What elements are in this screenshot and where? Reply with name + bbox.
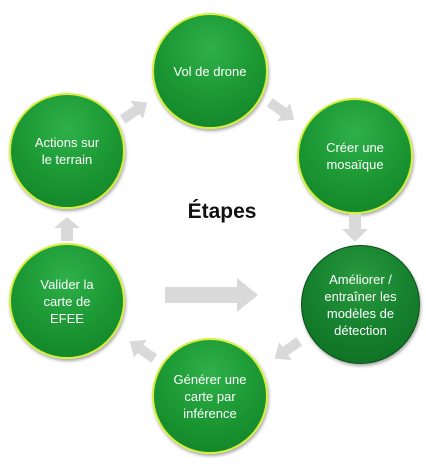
arrow-icon — [165, 278, 258, 312]
step-label: Valider la carte de EFEE — [40, 276, 94, 326]
step-node-improve-models: Améliorer / entraîner les modèles de dét… — [301, 245, 420, 364]
step-label: Améliorer / entraîner les modèles de dét… — [324, 271, 397, 338]
arrow-icon — [54, 217, 80, 241]
step-label: Actions sur le terrain — [34, 135, 100, 167]
step-node-validate-map: Valider la carte de EFEE — [9, 243, 125, 359]
step-label: Générer une carte par inférence — [173, 371, 247, 421]
diagram-title: Étapes — [187, 200, 257, 223]
step-node-generate-map: Générer une carte par inférence — [152, 338, 268, 454]
step-node-create-mosaic: Créer une mosaïque — [297, 98, 413, 214]
arrow-icon — [129, 339, 158, 363]
step-node-drone-flight: Vol de drone — [152, 13, 268, 129]
step-label: Vol de drone — [173, 63, 247, 79]
step-node-field-actions: Actions sur le terrain — [9, 93, 125, 209]
arrow-icon — [274, 337, 303, 361]
arrow-icon — [266, 98, 295, 122]
arrow-icon — [342, 214, 368, 242]
step-label: Créer une mosaïque — [326, 140, 384, 172]
arrow-icon — [119, 100, 148, 124]
